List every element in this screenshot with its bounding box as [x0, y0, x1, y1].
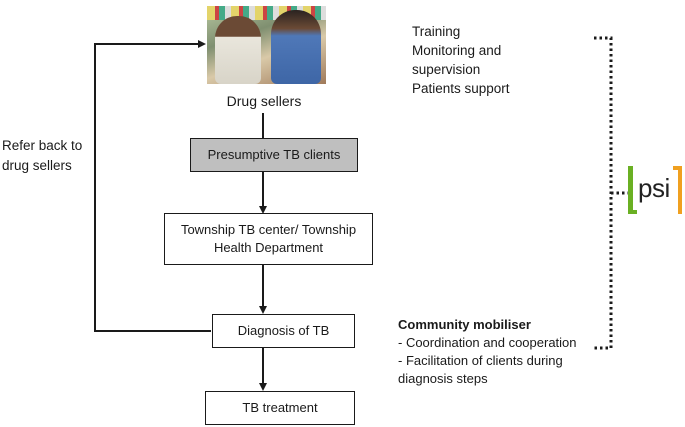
diagnosis-label: Diagnosis of TB — [237, 323, 330, 338]
logo-orange-bar — [678, 166, 682, 214]
community-mobiliser-block: Community mobiliser - Coordination and c… — [398, 316, 577, 388]
community-line-coordination: - Coordination and cooperation — [398, 335, 577, 350]
customer-figure — [271, 10, 321, 84]
logo-green-bar — [628, 166, 633, 214]
presumptive-tb-clients-label: Presumptive TB clients — [207, 147, 341, 162]
refer-back-line1: Refer back to — [2, 138, 83, 153]
psi-role-monitoring: Monitoring and — [412, 43, 502, 58]
township-label-line1: Township TB center/ Township — [180, 222, 357, 237]
treatment-label: TB treatment — [242, 400, 318, 415]
refer-back-label: Refer back to drug sellers — [2, 136, 82, 176]
dotted-bracket — [594, 36, 613, 350]
psi-role-patients-support: Patients support — [412, 81, 510, 96]
community-line-facilitation: - Facilitation of clients during — [398, 353, 563, 368]
tb-treatment-box: TB treatment — [205, 391, 355, 425]
drug-seller-figure — [215, 16, 261, 84]
refer-back-line2: drug sellers — [2, 158, 72, 173]
psi-roles-list: Training Monitoring and supervision Pati… — [412, 22, 510, 98]
township-tb-center-box: Township TB center/ Township Health Depa… — [164, 213, 373, 265]
township-label-line2: Health Department — [213, 240, 324, 255]
logo-green-foot — [628, 210, 637, 214]
community-mobiliser-title: Community mobiliser — [398, 317, 531, 332]
arrow-refer-back-loop — [94, 40, 211, 332]
psi-logo: psi — [628, 166, 682, 214]
community-line-diagnosis-steps: diagnosis steps — [398, 371, 488, 386]
psi-role-supervision: supervision — [412, 62, 481, 77]
drug-sellers-label: Drug sellers — [226, 93, 302, 109]
presumptive-tb-clients-box: Presumptive TB clients — [190, 138, 358, 172]
logo-orange-cap — [673, 166, 682, 170]
psi-logo-text: psi — [638, 173, 670, 203]
diagnosis-of-tb-box: Diagnosis of TB — [212, 314, 355, 348]
psi-role-training: Training — [412, 24, 461, 39]
drug-sellers-photo — [207, 6, 326, 84]
